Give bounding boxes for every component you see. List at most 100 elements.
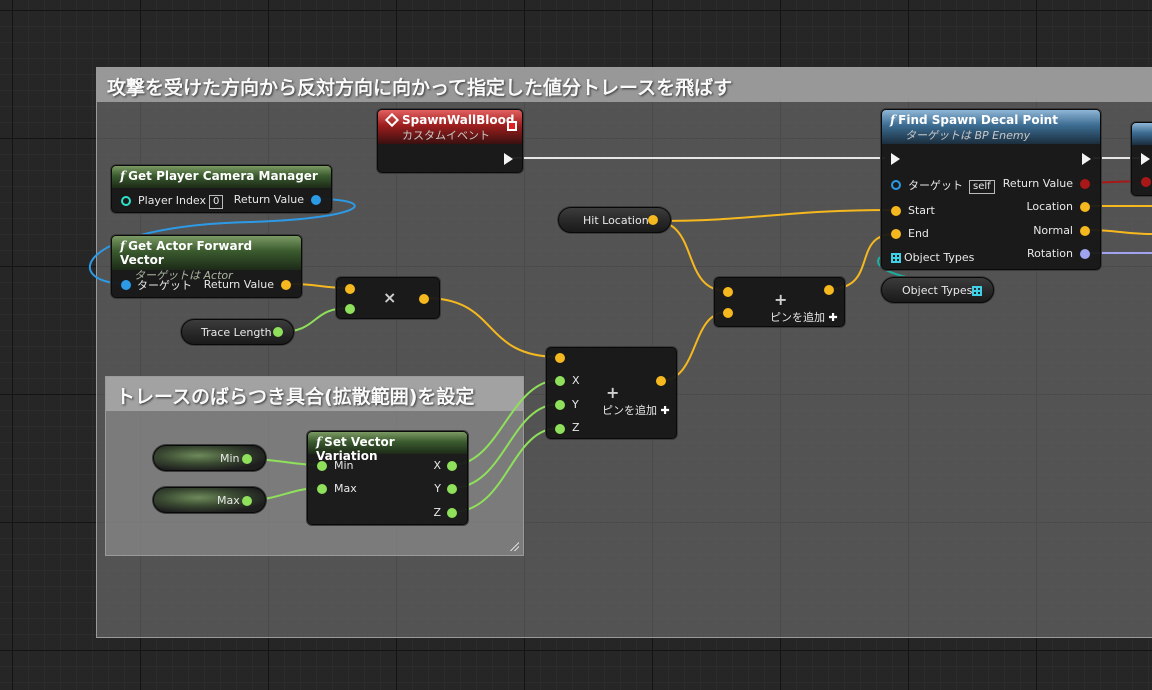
hit-location-pin[interactable] [648,215,658,225]
vector-multiply-node[interactable]: × [336,277,440,319]
add2-input-y-pin[interactable] [555,400,565,410]
camera-return-value-label: Return Value [233,193,304,206]
camera-manager-title: Get Player Camera Manager [128,169,318,183]
find-exec-in-pin[interactable] [891,153,900,165]
forward-target-label: ターゲット [137,279,192,292]
add1-input-a-pin[interactable] [723,287,733,297]
trace-length-pin[interactable] [273,327,283,337]
set-vector-variation-title: Set Vector Variation [316,435,395,463]
forward-return-value-pin[interactable] [281,280,291,290]
find-location-label: Location [1026,200,1073,213]
next-node-header [1132,123,1152,145]
find-object-types-pin[interactable] [891,253,901,263]
exec-out-pin[interactable] [504,153,513,165]
vector-add-node-1[interactable]: + ピンを追加 ✚ [714,277,845,327]
spawn-wall-blood-title: SpawnWallBlood [402,113,515,127]
find-start-pin[interactable] [891,206,901,216]
function-icon: f [890,113,896,127]
spawn-wall-blood-node[interactable]: SpawnWallBlood カスタムイベント [377,109,523,173]
resize-handle-icon[interactable] [509,541,519,551]
function-icon: f [120,169,126,183]
float-wire [451,403,560,489]
variation-y-label: Y [434,482,441,495]
add2-add-pin-button[interactable]: ピンを追加 ✚ [602,404,670,417]
find-rotation-pin[interactable] [1080,249,1090,259]
float-wire [451,379,560,466]
find-target-self-input[interactable]: self [969,180,995,194]
comment-title-main[interactable]: 攻撃を受けた方向から反対方向に向かって指定した値分トレースを飛ばす [97,68,1152,102]
delegate-pin-icon[interactable] [507,121,517,131]
trace-length-variable[interactable]: Trace Length [181,319,294,345]
add1-plus-icon: + [774,290,788,309]
multiply-input-b-pin[interactable] [345,304,355,314]
find-location-pin[interactable] [1080,202,1090,212]
find-end-pin[interactable] [891,229,901,239]
add2-input-x-pin[interactable] [555,376,565,386]
add1-input-b-pin[interactable] [723,308,733,318]
max-variable[interactable]: Max [153,487,266,513]
spawn-wall-blood-header: SpawnWallBlood カスタムイベント [378,110,522,144]
add1-add-pin-button[interactable]: ピンを追加 ✚ [770,311,838,324]
comment-title-variation[interactable]: トレースのばらつき具合(拡散範囲)を設定 [106,377,523,411]
next-exec-in-pin[interactable] [1141,153,1150,165]
forward-return-value-label: Return Value [203,278,274,291]
add2-input-z-pin[interactable] [555,424,565,434]
add2-output-pin[interactable] [656,376,666,386]
variation-z-label: Z [433,506,441,519]
find-rotation-label: Rotation [1026,247,1073,260]
variation-y-pin[interactable] [447,484,457,494]
hit-location-variable[interactable]: Hit Location [558,207,671,233]
multiply-icon: × [383,288,397,307]
event-diamond-icon [384,112,400,128]
vector-wire [424,297,560,358]
player-index-pin[interactable] [121,196,131,206]
max-var-label: Max [217,494,240,507]
find-start-label: Start [908,204,935,217]
float-wire [451,427,560,513]
find-target-pin[interactable] [891,180,901,190]
multiply-input-a-pin[interactable] [345,284,355,294]
max-var-pin[interactable] [242,496,252,506]
add1-output-pin[interactable] [824,285,834,295]
add2-plus-icon: + [606,383,620,402]
find-exec-out-pin[interactable] [1082,153,1091,165]
find-object-types-label: Object Types [904,251,975,264]
find-normal-pin[interactable] [1080,226,1090,236]
add2-x-label: X [572,374,580,387]
variation-min-label: Min [334,459,354,472]
function-icon: f [316,435,322,449]
variation-z-pin[interactable] [447,508,457,518]
add-pin-icon: ✚ [660,404,670,417]
forward-vector-title: Get Actor Forward Vector [120,239,253,267]
add2-input-a-pin[interactable] [555,353,565,363]
multiply-output-pin[interactable] [419,294,429,304]
variation-min-pin[interactable] [317,461,327,471]
player-index-input[interactable]: 0 [209,195,224,209]
object-types-var-pin[interactable] [972,286,982,296]
vector-wire [653,209,896,222]
object-types-variable[interactable]: Object Types [881,277,994,303]
forward-target-pin[interactable] [121,280,131,290]
variation-x-pin[interactable] [447,461,457,471]
variation-max-pin[interactable] [317,484,327,494]
next-node-partial[interactable] [1131,122,1152,196]
camera-return-value-pin[interactable] [311,195,321,205]
find-return-value-pin[interactable] [1080,179,1090,189]
vector-add-node-2[interactable]: X Y Z + ピンを追加 ✚ [546,347,677,439]
variation-x-label: X [433,459,441,472]
find-return-value-label: Return Value [1002,177,1073,190]
next-input-pin[interactable] [1141,177,1151,187]
min-var-pin[interactable] [242,454,252,464]
min-variable[interactable]: Min [153,445,266,471]
add2-y-label: Y [572,398,579,411]
object-types-var-label: Object Types [902,284,973,297]
find-spawn-decal-subtitle: ターゲットは BP Enemy [905,129,1031,142]
